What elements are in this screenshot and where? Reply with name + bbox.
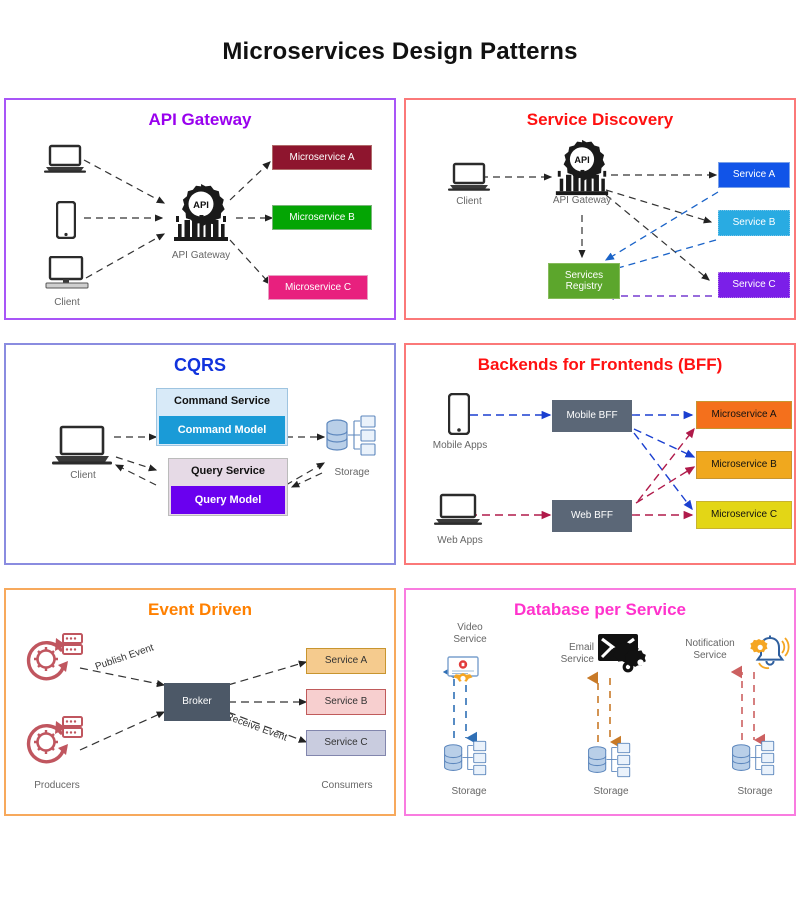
web-apps-label: Web Apps <box>437 535 483 546</box>
panel-title-event-driven: Event Driven <box>148 600 252 619</box>
microservice-b-box[interactable]: Microservice B <box>272 205 372 230</box>
event-service-a-box[interactable]: Service A <box>306 648 386 674</box>
video-storage-label: Storage <box>451 786 487 797</box>
laptop-icon <box>44 144 86 179</box>
service-discovery-gateway-label: API Gateway <box>552 195 612 206</box>
services-registry-box[interactable]: Services Registry <box>548 263 620 299</box>
query-model-box[interactable]: Query Model <box>171 486 285 514</box>
service-a-box[interactable]: Service A <box>718 162 790 188</box>
database-storage-icon <box>586 742 634 789</box>
panel-api-gateway: API Gateway <box>4 98 396 320</box>
mobile-phone-icon <box>55 200 77 244</box>
page-title: Microservices Design Patterns <box>222 38 578 65</box>
web-bff-box[interactable]: Web BFF <box>552 500 632 532</box>
panel-database-per-service: Database per Service <box>404 588 796 816</box>
video-service-label: Video Service <box>453 622 487 645</box>
panel-title-database-per-service: Database per Service <box>514 600 686 619</box>
notification-service-label: Notification Service <box>685 638 735 661</box>
mobile-bff-box[interactable]: Mobile BFF <box>552 400 632 432</box>
panel-event-driven: Event Driven <box>4 588 396 816</box>
service-b-box[interactable]: Service B <box>718 210 790 236</box>
cqrs-storage-label: Storage <box>334 467 370 478</box>
command-model-box[interactable]: Command Model <box>159 416 285 444</box>
panel-title-service-discovery: Service Discovery <box>526 110 674 129</box>
api-gateway-node-label: API Gateway <box>171 250 231 261</box>
svg-text:API: API <box>193 200 209 211</box>
mobile-phone-icon <box>447 392 471 440</box>
consumers-label: Consumers <box>321 780 373 791</box>
service-discovery-client-label: Client <box>456 196 482 207</box>
mobile-apps-label: Mobile Apps <box>432 440 488 451</box>
command-service-label: Command Service <box>174 395 270 407</box>
producers-label: Producers <box>34 780 80 791</box>
server-refresh-gear-icon <box>22 632 84 691</box>
database-storage-icon <box>730 740 778 787</box>
cqrs-client-label: Client <box>70 470 96 481</box>
panel-title-cqrs: CQRS <box>173 355 226 375</box>
services-registry-label: Services Registry <box>564 269 604 293</box>
bff-microservice-c-box[interactable]: Microservice C <box>696 501 792 529</box>
laptop-icon <box>434 493 482 532</box>
event-service-c-box[interactable]: Service C <box>306 730 386 756</box>
bff-microservice-b-box[interactable]: Microservice B <box>696 451 792 479</box>
svg-text:API: API <box>574 155 589 165</box>
video-player-gear-icon <box>446 656 480 691</box>
notification-bell-gear-icon <box>748 630 792 679</box>
server-refresh-gear-icon <box>22 715 84 774</box>
database-storage-icon <box>324 415 380 468</box>
email-gears-icon <box>596 632 654 687</box>
microservice-c-box[interactable]: Microservice C <box>268 275 368 300</box>
panel-cqrs: CQRS Client Command Service <box>4 343 396 565</box>
bff-microservice-a-box[interactable]: Microservice A <box>696 401 792 429</box>
microservice-a-box[interactable]: Microservice A <box>272 145 372 170</box>
service-c-box[interactable]: Service C <box>718 272 790 298</box>
panel-bff: Backends for Frontends (BFF) <box>404 343 796 565</box>
event-service-b-box[interactable]: Service B <box>306 689 386 715</box>
notification-storage-label: Storage <box>737 786 773 797</box>
api-gateway-icon: API <box>170 182 232 249</box>
panel-service-discovery: Service Discovery <box>404 98 796 320</box>
api-gateway-client-label: Client <box>54 297 80 308</box>
api-gateway-icon: API <box>552 138 612 203</box>
laptop-icon <box>52 425 112 472</box>
email-service-label: Email Service <box>560 642 594 665</box>
service-discovery-client-icon <box>448 162 490 197</box>
panel-title-bff: Backends for Frontends (BFF) <box>477 355 723 374</box>
panel-title-api-gateway: API Gateway <box>148 110 252 129</box>
receive-event-edge-label: Receive Event <box>224 711 289 744</box>
desktop-monitor-icon <box>44 255 90 295</box>
database-storage-icon <box>442 740 490 787</box>
publish-event-edge-label: Publish Event <box>93 642 156 673</box>
query-service-label: Query Service <box>191 465 265 477</box>
email-storage-label: Storage <box>593 786 629 797</box>
broker-box[interactable]: Broker <box>164 683 230 721</box>
